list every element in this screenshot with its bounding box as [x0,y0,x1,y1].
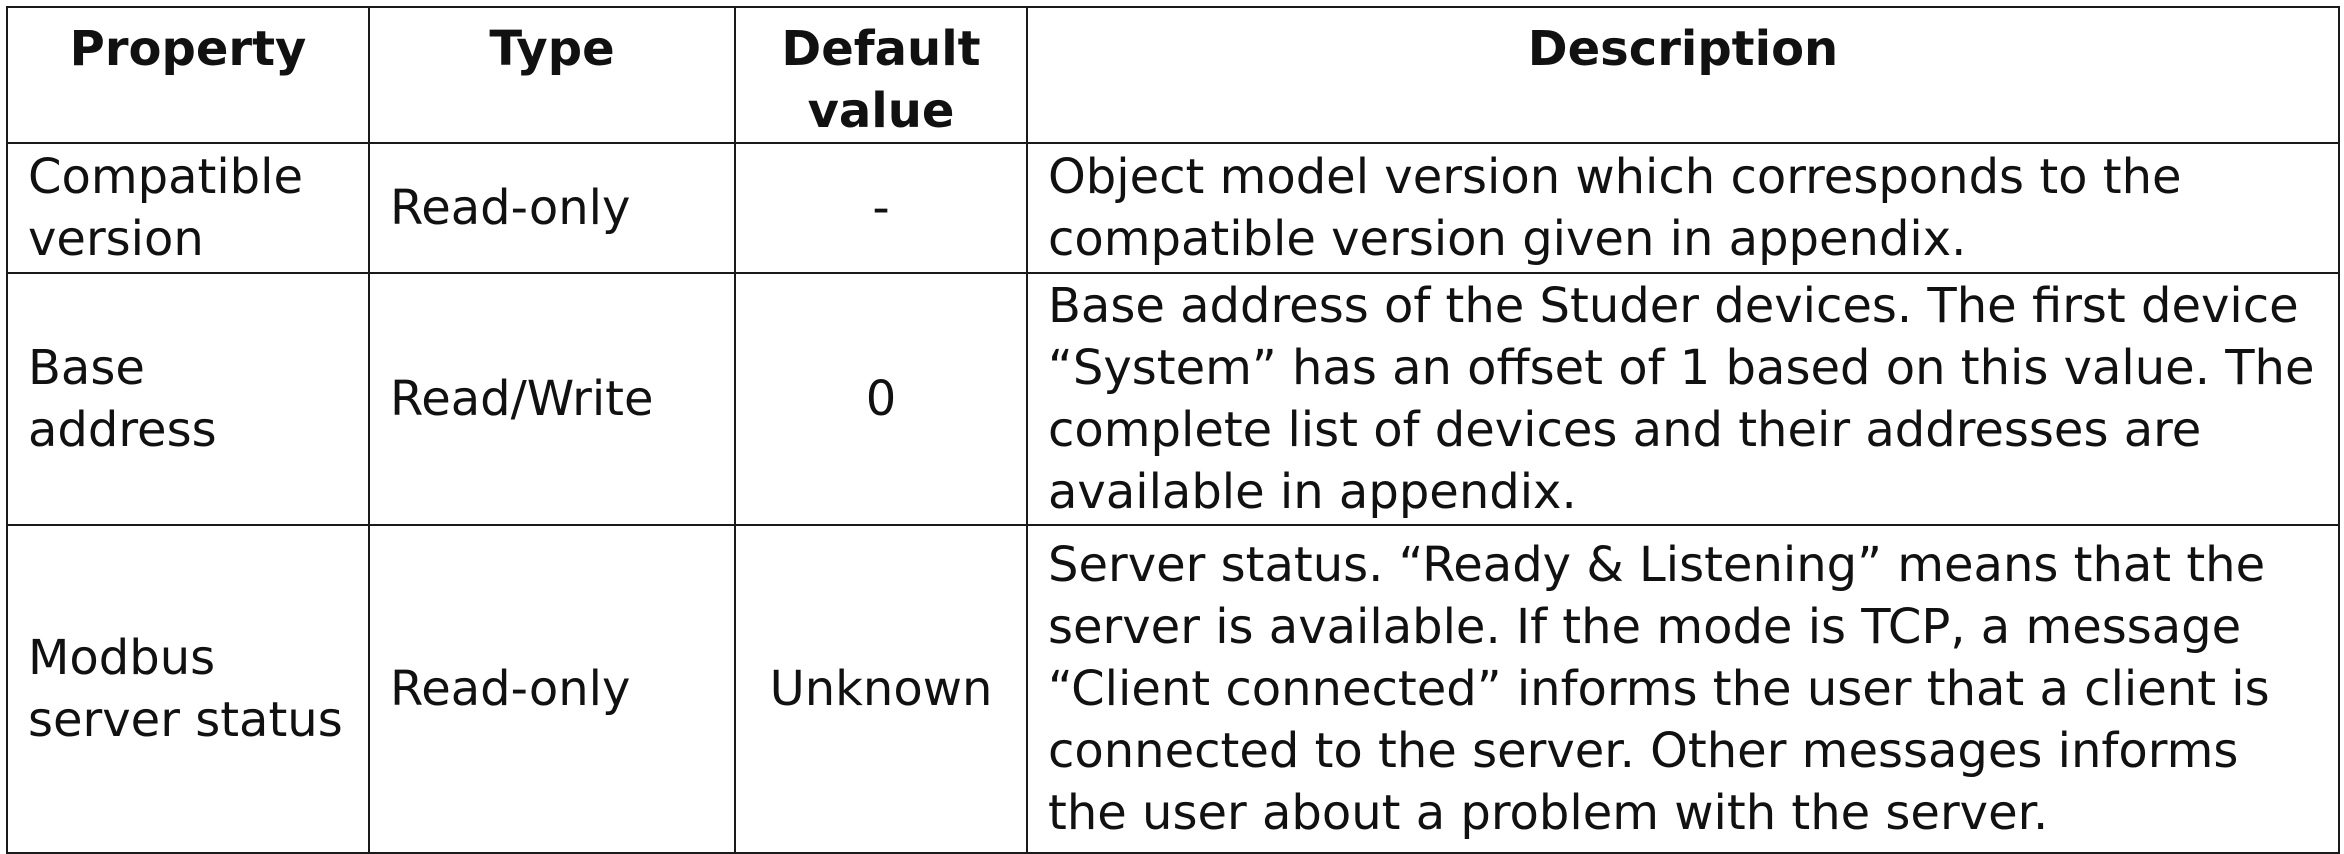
description-cell: Base address of the Studer devices. The … [1026,272,2340,526]
header-description: Description [1026,6,2340,144]
default-value-cell: Unknown [734,524,1028,854]
table-row: Modbus server status Read-only Unknown S… [6,524,2340,854]
properties-table: Property Type Default value Description … [6,6,2340,854]
table-row: Base address Read/Write 0 Base address o… [6,272,2340,526]
property-cell: Base address [6,272,370,526]
property-cell: Compatible version [6,142,370,274]
description-cell: Server status. “Ready & Listening” means… [1026,524,2340,854]
description-cell: Object model version which corresponds t… [1026,142,2340,274]
table-row: Compatible version Read-only - Object mo… [6,142,2340,274]
default-value-cell: - [734,142,1028,274]
type-cell: Read-only [368,524,736,854]
header-property: Property [6,6,370,144]
default-value-cell: 0 [734,272,1028,526]
header-default-value: Default value [734,6,1028,144]
property-cell: Modbus server status [6,524,370,854]
table-header-row: Property Type Default value Description [6,6,2340,144]
header-type: Type [368,6,736,144]
type-cell: Read-only [368,142,736,274]
type-cell: Read/Write [368,272,736,526]
